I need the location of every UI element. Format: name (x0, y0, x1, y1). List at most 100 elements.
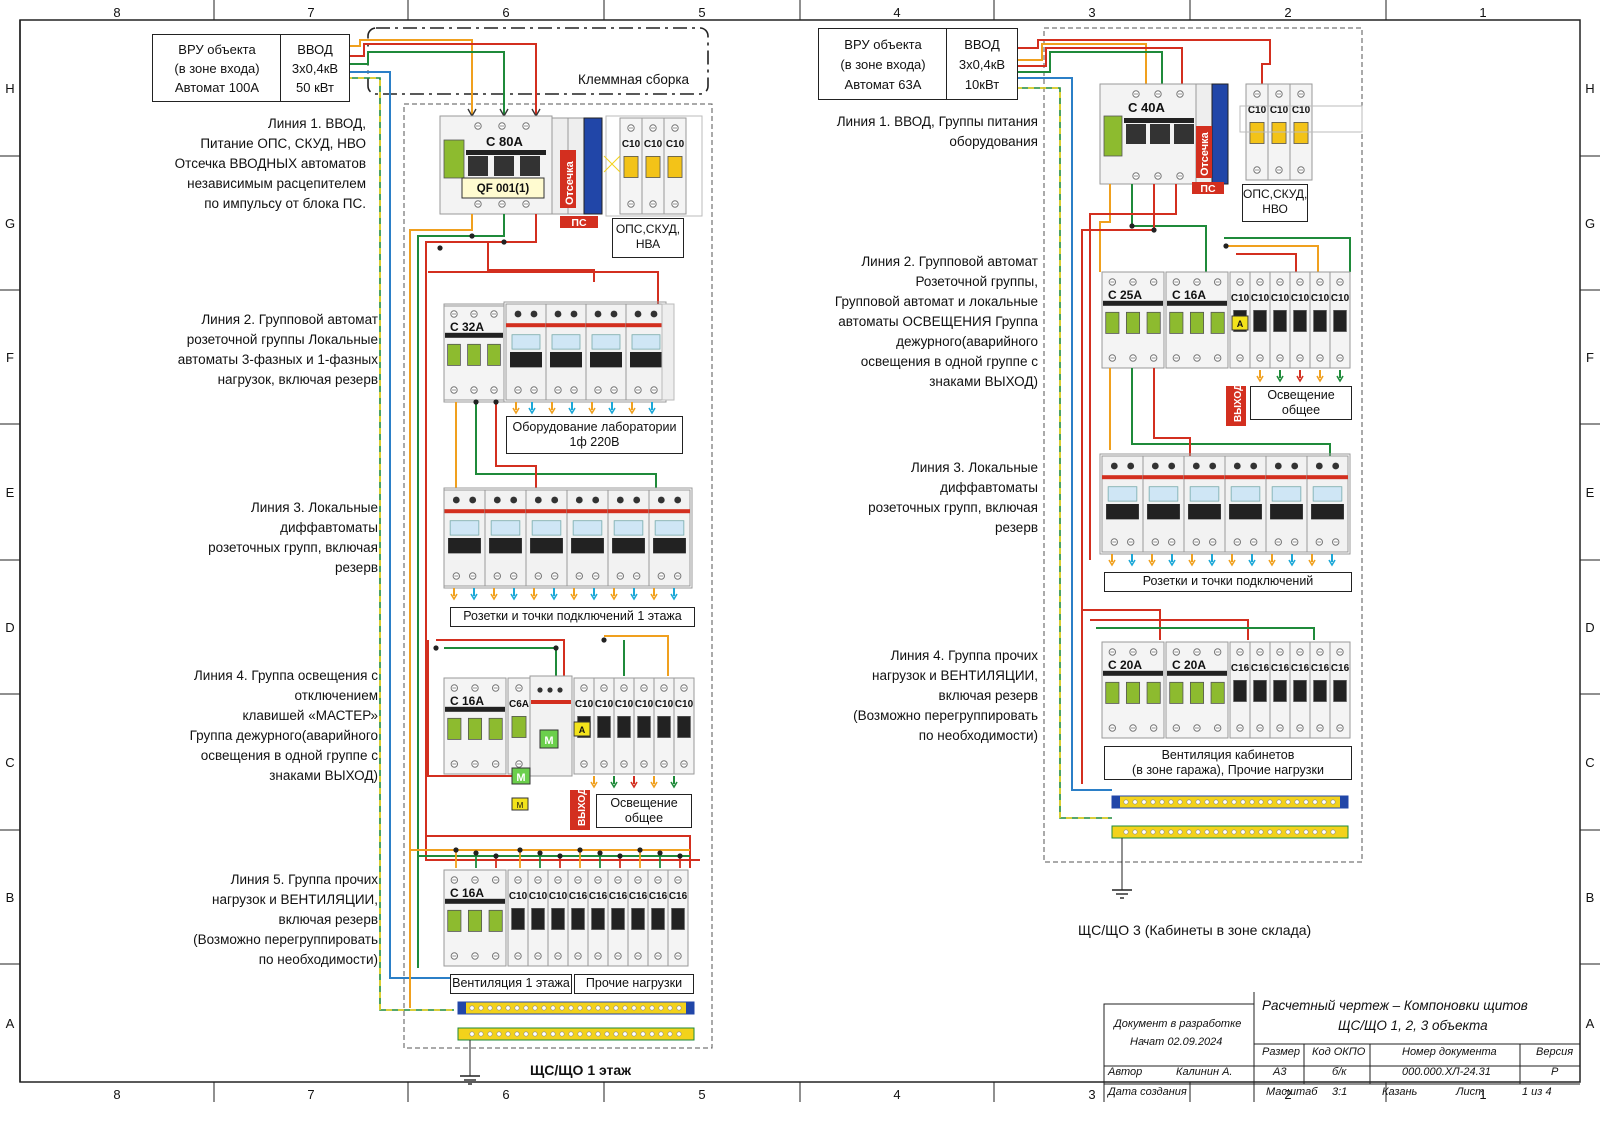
small-breaker-rail (605, 115, 703, 217)
right-line2-text: знаками ВЫХОД) (929, 374, 1038, 389)
bar-screw (1213, 799, 1219, 805)
author-name: Калинин А. (1176, 1066, 1233, 1078)
small-breaker-handle (1313, 309, 1327, 332)
down-arrow-icon (1168, 559, 1176, 567)
column-number-bottom: 5 (698, 1087, 705, 1102)
small-breaker-handle (1271, 122, 1287, 144)
okpo-value: б/к (1332, 1066, 1347, 1078)
docnum-label: Номер документа (1402, 1046, 1497, 1058)
terminal-screw (616, 496, 624, 504)
small-breaker-handle (667, 155, 683, 178)
right-light-text: общее (1281, 403, 1321, 417)
right-line4-text: включая резерв (938, 688, 1038, 703)
small-breaker-handle (511, 908, 525, 930)
right-line2-text: Групповой автомат и локальные (834, 294, 1038, 309)
left-line2-text: Линия 2. Групповой автомат (201, 312, 378, 327)
right-input-line2: 3х0,4кВ (958, 57, 1006, 72)
small-breaker-handle (677, 716, 691, 738)
small-breaker-handle (617, 716, 631, 738)
breaker-rating-label: С 16А (1172, 288, 1206, 302)
bar-screw (1330, 799, 1336, 805)
small-breaker-label: С16 (589, 891, 608, 902)
junction-dot (493, 399, 499, 405)
bar-screw (1303, 829, 1309, 835)
left-ops-box: ОПС,СКУД, НВА (612, 218, 684, 258)
right-line2-text: дежурного(аварийного (896, 334, 1038, 349)
right-incoming-red2 (1016, 47, 1183, 84)
bar-screw (487, 1005, 493, 1011)
down-arrow-icon (1308, 559, 1316, 567)
small-breaker-label: С16 (1271, 663, 1290, 674)
down-arrow-icon (590, 593, 598, 601)
right-ops-box: ОПС,СКУД, НВО (1242, 184, 1308, 222)
diff-handle (530, 538, 563, 554)
small-breaker-label: С10 (675, 699, 694, 710)
small-breaker-handle (571, 908, 585, 930)
diff-handle (590, 352, 622, 368)
column-number-top: 4 (893, 5, 900, 20)
terminal-screw (1274, 462, 1282, 470)
left-lab-text: Оборудование лаборатории (512, 420, 677, 434)
terminal-screw (1315, 462, 1323, 470)
right-incoming-red (1016, 39, 1271, 84)
left-sockets-text: Розетки и точки подключений 1 этажа (463, 609, 682, 623)
row-letter-left: G (5, 216, 15, 231)
terminal-screw (537, 687, 543, 693)
diff-red-stripe (546, 323, 586, 328)
right-main-handle (1174, 124, 1194, 144)
main-breaker-label: С 80А (486, 134, 523, 149)
terminal-screw (1209, 462, 1217, 470)
left-input-line2: 3х0,4кВ (291, 61, 339, 76)
right-line3-text: резерв (995, 520, 1038, 535)
row-letter-right: F (1586, 350, 1594, 365)
bar-screw (532, 1005, 538, 1011)
breaker-handle (1125, 311, 1141, 334)
right-ps-badge (1192, 182, 1224, 194)
right-line4-green (1096, 627, 1315, 640)
diff-test-window (1189, 486, 1220, 502)
diff-red-stripe (649, 509, 690, 514)
right-light-box: Освещение общее (1250, 386, 1352, 420)
diff-red-stripe (1184, 475, 1225, 480)
handle-bar (445, 706, 505, 712)
line3-group (443, 487, 693, 589)
line5-bus-red (425, 836, 700, 861)
left-line5-text: нагрузок и ВЕНТИЛЯЦИИ, (212, 892, 378, 907)
diff-red-stripe (626, 323, 666, 328)
bar-screw (1321, 829, 1327, 835)
bar-screw (1195, 799, 1201, 805)
small-breaker-handle (1333, 680, 1347, 702)
row-letter-left: A (6, 1016, 15, 1031)
bar-screw (1123, 799, 1129, 805)
small-breaker-label: С16 (1311, 663, 1330, 674)
bar-screw (469, 1031, 475, 1037)
breaker-rating-label: С 25А (1108, 288, 1142, 302)
bar-screw (586, 1005, 592, 1011)
diff-handle (1311, 504, 1344, 520)
right-neutral-bar-cap (1340, 796, 1348, 808)
down-arrow-icon (1148, 559, 1156, 567)
down-arrow-icon (630, 781, 638, 789)
terminal-screw (610, 310, 618, 318)
right-cutoff-label: Отсечка (1199, 131, 1211, 176)
diff-red-stripe (1307, 475, 1348, 480)
bar-screw (1123, 829, 1129, 835)
bar-screw (631, 1005, 637, 1011)
junction-dot (657, 850, 663, 856)
breaker-handle (487, 343, 501, 366)
left-line4-text: отключением (294, 688, 379, 703)
line3-feed-red (495, 402, 537, 488)
small-breaker-label: С10 (529, 891, 548, 902)
diff-handle (489, 538, 522, 554)
incoming-neutral (346, 71, 454, 979)
bar-screw (1159, 799, 1165, 805)
bar-screw (1204, 799, 1210, 805)
terminal-screw (650, 310, 658, 318)
small-breaker-handle (1273, 680, 1287, 702)
bar-screw (667, 1031, 673, 1037)
right-sockets-box: Розетки и точки подключений (1104, 572, 1352, 592)
bar-screw (568, 1005, 574, 1011)
diff-test-window (1230, 486, 1261, 502)
bar-screw (613, 1031, 619, 1037)
